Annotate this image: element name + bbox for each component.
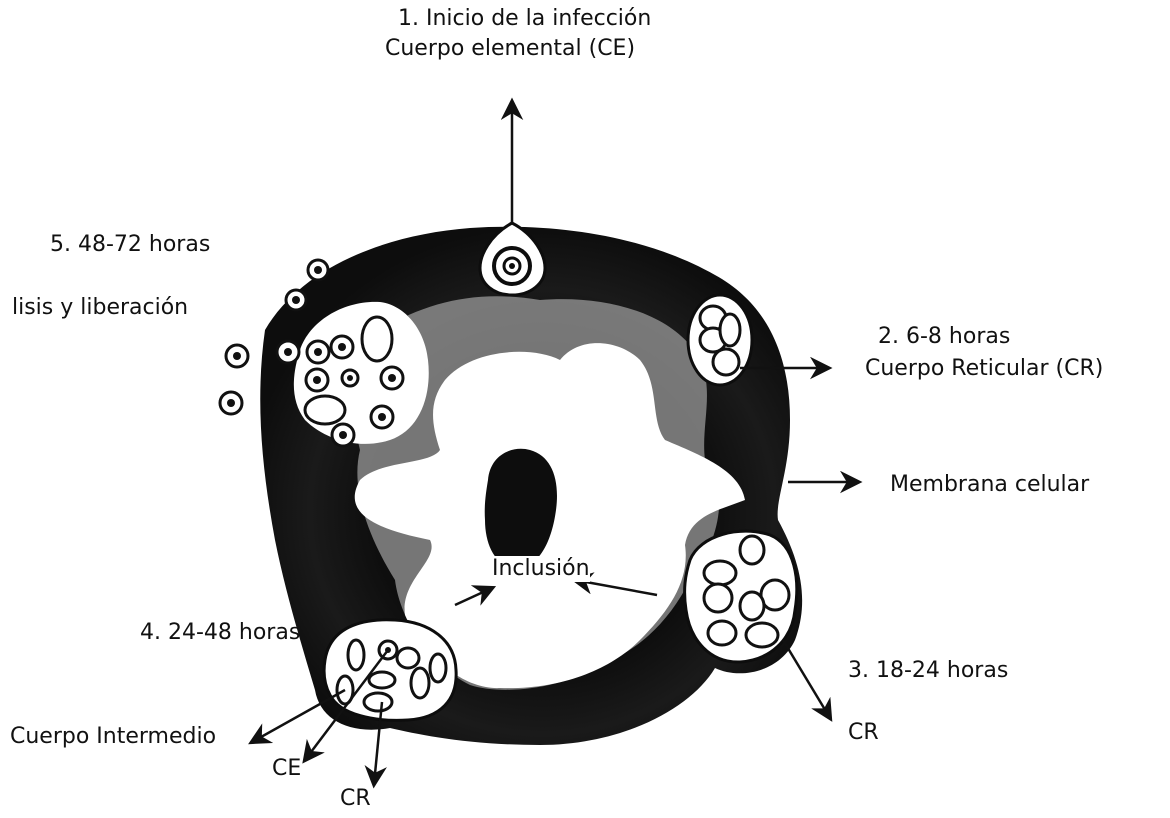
elementary-body [308, 260, 328, 280]
inclusion-label: Inclusión [492, 556, 590, 582]
step1-subtitle: Cuerpo elemental (CE) [385, 36, 635, 62]
cr-bottom-label: CR [340, 786, 371, 812]
cr-right-label: CR [848, 720, 879, 746]
mixed-vesicle-step4 [324, 620, 456, 721]
elementary-body [220, 392, 242, 414]
intermediate-label: Cuerpo Intermedio [10, 724, 216, 750]
arrow-step3 [783, 640, 830, 718]
step2-title: 2. 6-8 horas [878, 324, 1010, 350]
cr-vesicle-step3 [685, 531, 797, 662]
step3-label: 3. 18-24 horas [848, 658, 1008, 684]
elementary-body [226, 345, 248, 367]
cr-vesicle-step2 [688, 295, 752, 385]
step5-title: 5. 48-72 horas [50, 232, 210, 258]
membrane-label: Membrana celular [890, 472, 1089, 498]
elementary-body [277, 341, 299, 363]
lysis-label: lisis y liberación [12, 295, 188, 321]
step1-title: 1. Inicio de la infección [398, 6, 651, 32]
ce-bottom-label: CE [272, 756, 301, 782]
step2-subtitle: Cuerpo Reticular (CR) [865, 356, 1103, 382]
elementary-body [286, 290, 306, 310]
step4-label: 4. 24-48 horas [140, 620, 300, 646]
